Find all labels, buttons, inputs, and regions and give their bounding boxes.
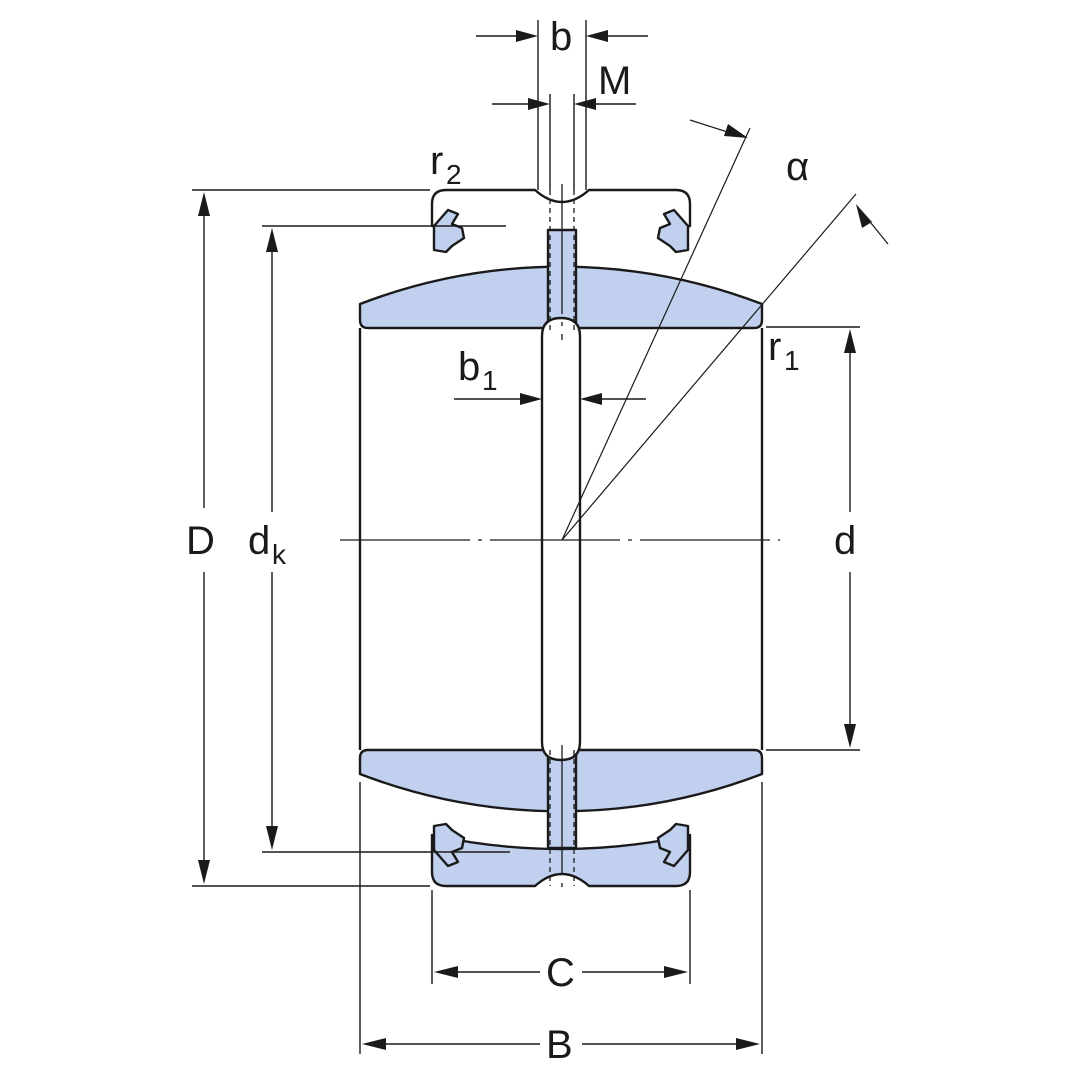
outer-ring-top-outline [430,188,692,228]
label-r1-sub: 1 [784,345,800,376]
d-bore-arrowhead-top [844,329,856,353]
bw-arrowhead-right [736,1038,760,1050]
alpha-ray-1 [561,127,751,541]
label-dk-sub: k [272,539,287,570]
label-r2-sub: 2 [446,159,462,190]
seal-bottom-right [656,822,690,868]
dimension-sphere-diameter: d k [248,225,510,853]
dimension-outer-diameter: D [186,189,430,887]
label-dk-base: d [248,519,270,563]
d-outer-arrowhead-top [198,192,210,216]
label-B: B [546,1023,573,1067]
label-m: M [598,59,631,103]
d-bore-arrowhead-bottom [844,724,856,748]
label-r2-base: r [430,139,443,183]
label-r1: r 1 [768,325,800,376]
label-alpha: α [786,145,809,189]
seal-top-left [432,208,466,254]
dimension-b1: b 1 [454,345,646,405]
label-r2: r 2 [430,139,462,190]
label-d: d [834,519,856,563]
label-b1-base: b [458,345,480,389]
dimension-c: C [431,890,691,995]
alpha-arrowhead-1 [724,124,748,138]
tilt-angle-construction [561,119,889,541]
dimension-m: M [492,59,636,190]
dk-arrowhead-top [266,228,278,252]
label-b: b [550,15,572,59]
b1-arrowhead-right [580,393,602,405]
label-D: D [186,519,215,563]
dk-arrowhead-bottom [266,826,278,850]
c-arrowhead-right [664,966,688,978]
seal-bottom-left [432,822,466,868]
bw-arrowhead-left [362,1038,386,1050]
seal-top-right [656,208,690,254]
alpha-ray-2 [561,193,857,541]
label-C: C [546,951,575,995]
seals [432,208,690,868]
alpha-arrowhead-2 [856,204,872,228]
dimension-b-width: B [359,782,763,1067]
d-outer-arrowhead-bottom [198,860,210,884]
center-lines [340,184,780,894]
lubrication-groove [540,316,582,762]
b-arrowhead-left [516,30,538,42]
inner-ring [358,190,764,886]
label-r1-base: r [768,325,781,369]
b-arrowhead-right [586,30,608,42]
m-arrowhead-left [528,98,550,110]
c-arrowhead-left [434,966,458,978]
m-arrowhead-right [574,98,596,110]
b1-arrowhead-left [520,393,542,405]
label-b1-sub: 1 [482,365,498,396]
dimension-bore-diameter: d [766,326,860,751]
outer-ring-bottom-body [430,833,692,888]
